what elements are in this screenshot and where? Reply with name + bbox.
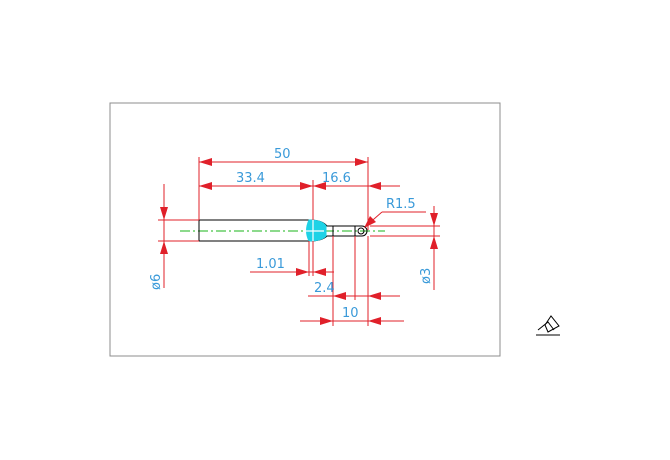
dim-shank-length[interactable]: 33.4 bbox=[199, 171, 314, 220]
ball-tip bbox=[355, 225, 368, 237]
dim-overall-length[interactable]: 50 bbox=[198, 147, 369, 230]
tip-arc-marker bbox=[357, 227, 365, 235]
dim-tip-length-label: 10 bbox=[342, 306, 359, 321]
dim-shank-diameter[interactable]: ø6 bbox=[149, 184, 199, 290]
dim-transition-length[interactable]: 1.01 bbox=[250, 241, 334, 276]
dim-tip-length[interactable]: 10 bbox=[300, 236, 404, 326]
dim-ball-diameter-label: ø3 bbox=[419, 268, 434, 284]
ucs-icon bbox=[536, 315, 560, 336]
sheet-border bbox=[109, 102, 501, 357]
dim-shank-diameter-label: ø6 bbox=[149, 274, 164, 290]
neck-body bbox=[332, 225, 356, 237]
dim-tip-radius[interactable]: R1.5 bbox=[364, 197, 426, 228]
dim-overall-length-label: 50 bbox=[274, 147, 291, 162]
dim-neck-length[interactable]: 16.6 bbox=[313, 171, 400, 190]
dim-transition-length-label: 1.01 bbox=[256, 257, 285, 272]
dim-ball-diameter[interactable]: ø3 bbox=[370, 206, 440, 290]
dim-tip-radius-label: R1.5 bbox=[386, 197, 416, 212]
dim-neck-length-label: 16.6 bbox=[322, 171, 351, 186]
dim-taper-length-label: 2.4 bbox=[314, 281, 335, 296]
dim-shank-length-label: 33.4 bbox=[236, 171, 265, 186]
end-mill-outline[interactable] bbox=[198, 219, 368, 244]
dim-taper-length[interactable]: 2.4 bbox=[308, 236, 400, 326]
